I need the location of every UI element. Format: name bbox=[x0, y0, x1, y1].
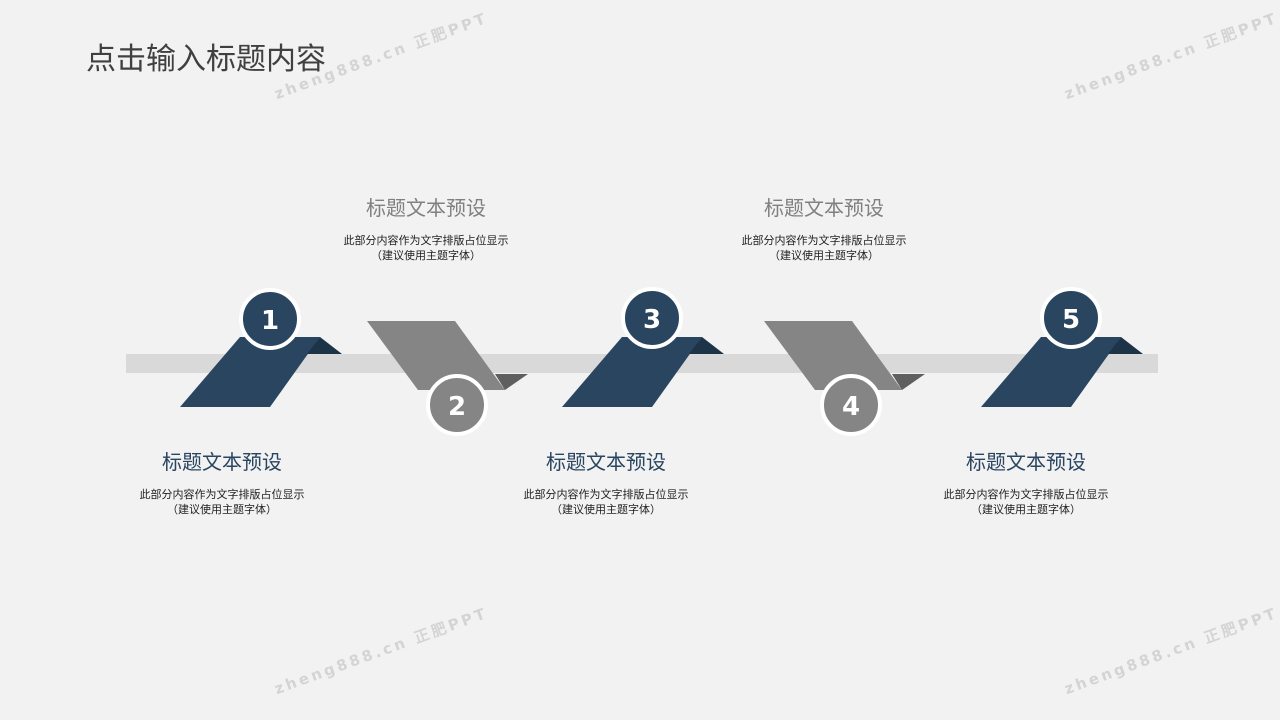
step-desc-note: （建议使用主题字体） bbox=[371, 249, 481, 262]
step-4-shape bbox=[764, 321, 925, 390]
step-5-text[interactable]: 标题文本预设 此部分内容作为文字排版占位显示 （建议使用主题字体） bbox=[906, 446, 1146, 517]
step-number: 4 bbox=[842, 392, 860, 422]
step-desc: 此部分内容作为文字排版占位显示 bbox=[741, 234, 907, 247]
step-heading: 标题文本预设 bbox=[546, 450, 666, 474]
step-number: 5 bbox=[1062, 305, 1080, 335]
step-heading: 标题文本预设 bbox=[966, 450, 1086, 474]
step-2-text[interactable]: 标题文本预设 此部分内容作为文字排版占位显示 （建议使用主题字体） bbox=[306, 192, 546, 263]
step-desc: 此部分内容作为文字排版占位显示 bbox=[523, 488, 689, 501]
slide-title[interactable]: 点击输入标题内容 bbox=[86, 42, 326, 77]
step-badge-5: 5 bbox=[1040, 287, 1102, 349]
step-desc: 此部分内容作为文字排版占位显示 bbox=[139, 488, 305, 501]
step-desc-note: （建议使用主题字体） bbox=[769, 249, 879, 262]
step-2-shape bbox=[367, 321, 528, 390]
step-heading: 标题文本预设 bbox=[764, 196, 884, 220]
step-badge-2: 2 bbox=[426, 374, 488, 436]
step-4-text[interactable]: 标题文本预设 此部分内容作为文字排版占位显示 （建议使用主题字体） bbox=[704, 192, 944, 263]
step-5-shape bbox=[981, 337, 1143, 407]
step-number: 1 bbox=[261, 306, 279, 336]
step-heading: 标题文本预设 bbox=[162, 450, 282, 474]
step-3-shape bbox=[562, 337, 724, 407]
step-desc-note: （建议使用主题字体） bbox=[551, 503, 661, 516]
step-desc-note: （建议使用主题字体） bbox=[971, 503, 1081, 516]
step-heading: 标题文本预设 bbox=[366, 196, 486, 220]
step-desc-note: （建议使用主题字体） bbox=[167, 503, 277, 516]
step-number: 2 bbox=[448, 392, 466, 422]
step-desc: 此部分内容作为文字排版占位显示 bbox=[943, 488, 1109, 501]
step-desc: 此部分内容作为文字排版占位显示 bbox=[343, 234, 509, 247]
step-badge-4: 4 bbox=[820, 374, 882, 436]
step-3-text[interactable]: 标题文本预设 此部分内容作为文字排版占位显示 （建议使用主题字体） bbox=[486, 446, 726, 517]
step-1-shape bbox=[180, 337, 342, 407]
step-badge-1: 1 bbox=[239, 288, 301, 350]
step-1-text[interactable]: 标题文本预设 此部分内容作为文字排版占位显示 （建议使用主题字体） bbox=[102, 446, 342, 517]
step-number: 3 bbox=[643, 305, 661, 335]
step-badge-3: 3 bbox=[621, 287, 683, 349]
